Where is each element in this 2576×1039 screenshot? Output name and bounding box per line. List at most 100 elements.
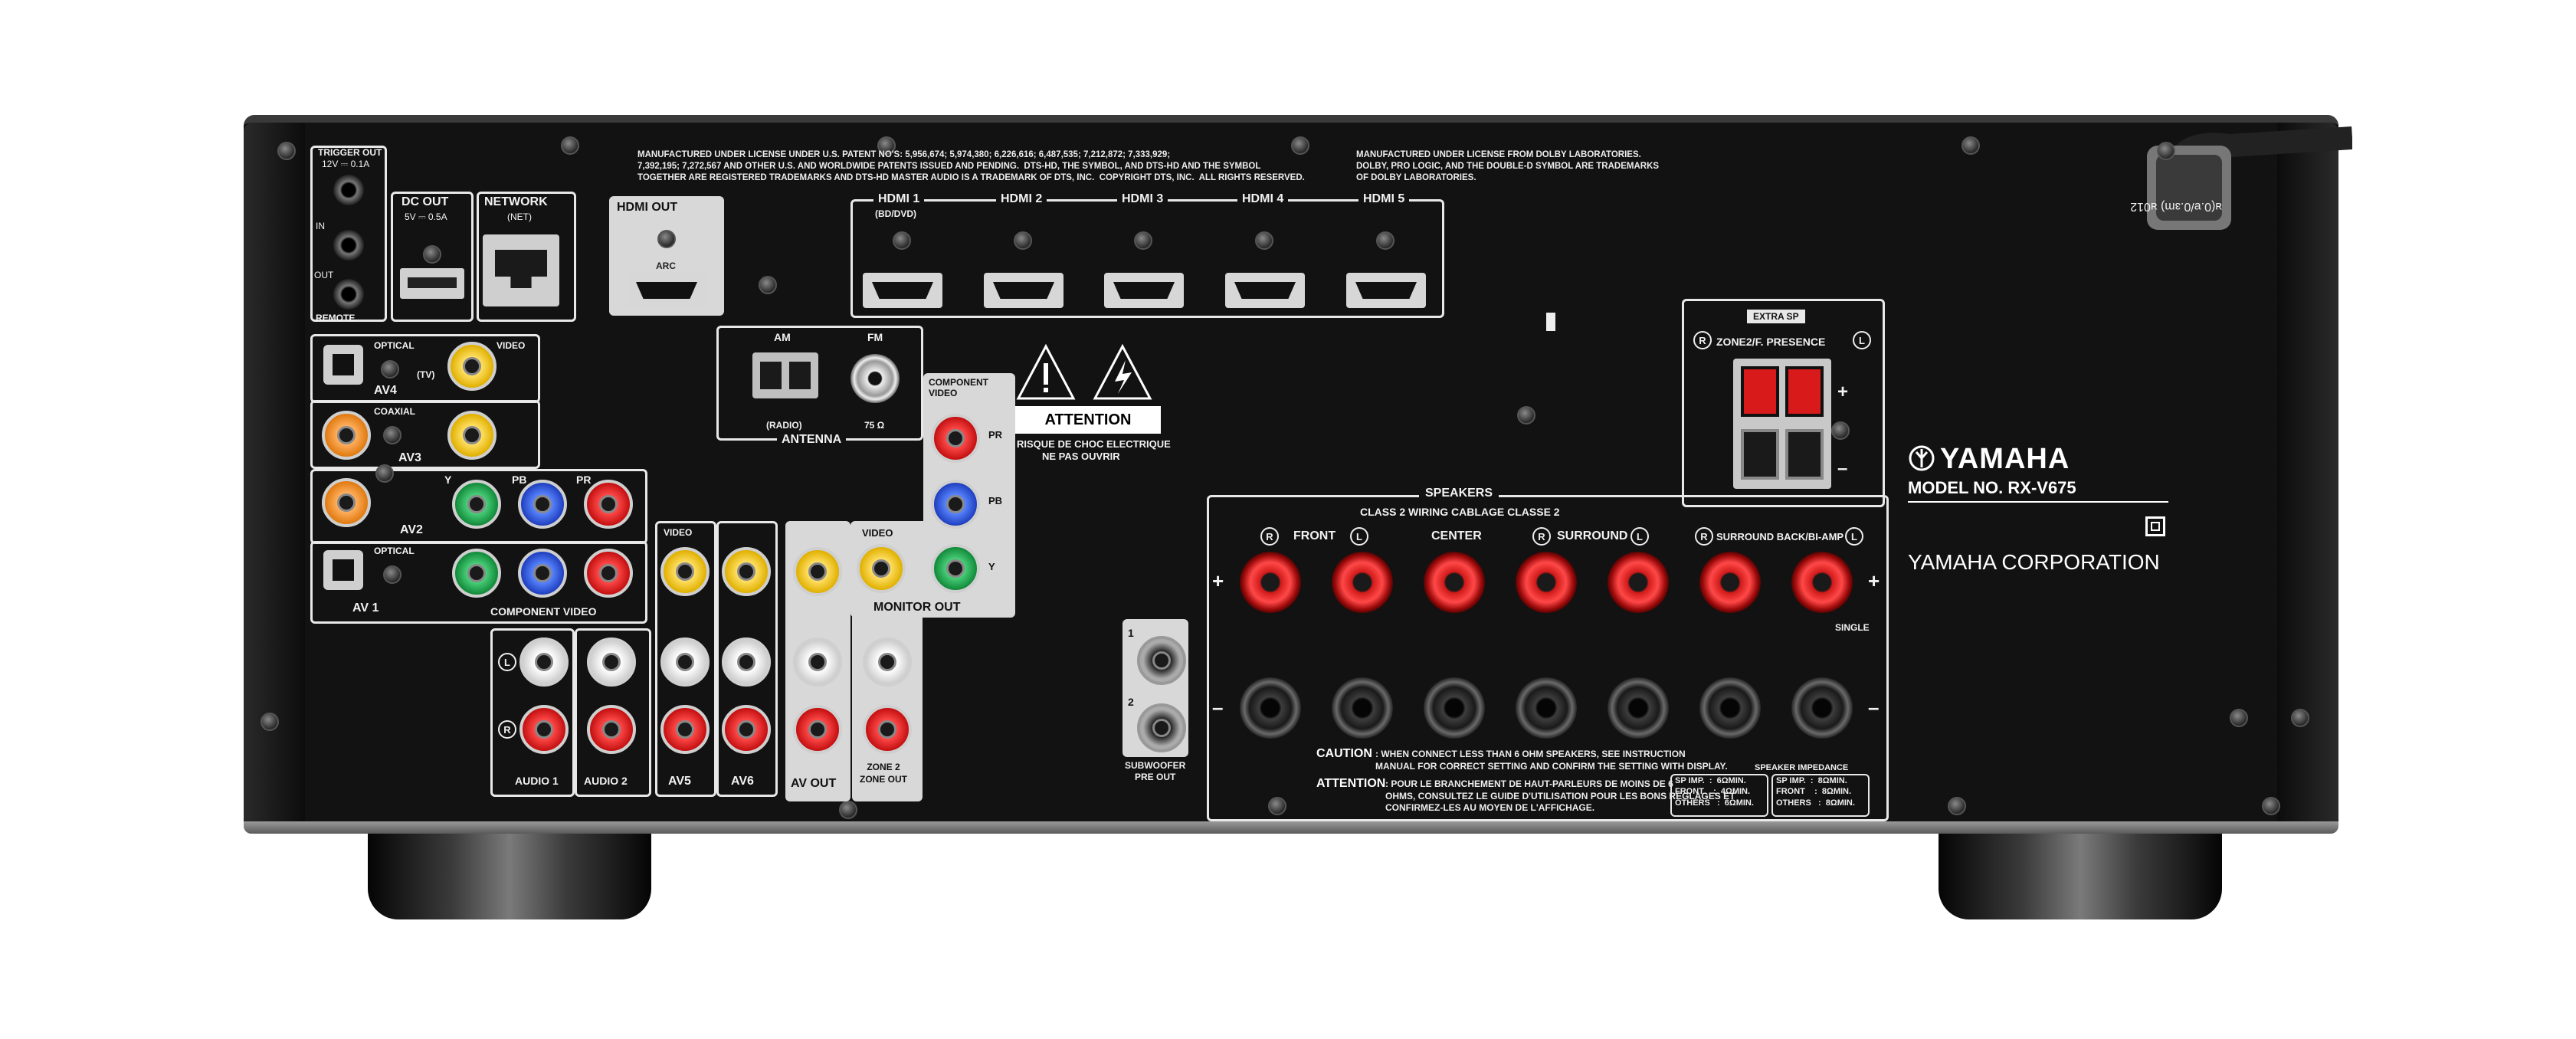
screw [1961, 136, 1980, 155]
av4-optical-port[interactable] [323, 345, 363, 385]
monitor-component-y-jack[interactable] [931, 544, 980, 593]
trigger-out-jack[interactable] [333, 175, 364, 205]
surround-back-l-plus-terminal[interactable] [1791, 552, 1853, 613]
audio2-box [575, 628, 651, 797]
av2-component-pr-jack[interactable] [584, 480, 633, 529]
av6-video-jack[interactable] [722, 547, 771, 596]
subwoofer-1-jack[interactable] [1137, 636, 1186, 685]
screw [1376, 231, 1395, 250]
screw [759, 276, 777, 294]
monitor-video-jack[interactable] [857, 544, 906, 593]
subwoofer-2-jack[interactable] [1137, 703, 1186, 752]
center-plus-terminal[interactable] [1424, 552, 1485, 613]
subwoofer-2-label: 2 [1128, 696, 1134, 708]
av3-video-jack[interactable] [447, 411, 497, 460]
surround-r-minus-terminal[interactable] [1516, 677, 1577, 739]
speakers-minus-label: – [1212, 696, 1224, 719]
extra-sp-r-minus-terminal[interactable] [1741, 429, 1779, 480]
front-r-plus-terminal[interactable] [1240, 552, 1301, 613]
monitor-video-label: VIDEO [862, 527, 893, 539]
am-antenna-terminal[interactable] [752, 352, 818, 398]
front-l-minus-terminal[interactable] [1332, 677, 1393, 739]
hdmi-4-port[interactable] [1225, 273, 1305, 308]
av1-optical-port[interactable] [323, 550, 363, 590]
antenna-label: ANTENNA [777, 434, 847, 446]
av5-audio-l-jack[interactable] [660, 637, 710, 687]
monitor-pb-label: PB [988, 495, 1003, 506]
surround-l-minus-terminal[interactable] [1608, 677, 1669, 739]
remote-label: REMOTE [316, 313, 356, 323]
extra-sp-l-plus-terminal[interactable] [1785, 366, 1824, 417]
extra-sp-l-minus-terminal[interactable] [1785, 429, 1824, 480]
attention-title: ATTENTION [1015, 406, 1161, 434]
center-label: CENTER [1431, 529, 1482, 542]
speakers-plus-label-right: + [1868, 569, 1880, 592]
av2-component-y-jack[interactable] [452, 480, 501, 529]
surround-r-plus-terminal[interactable] [1516, 552, 1577, 613]
av5-box [655, 521, 716, 797]
front-label: FRONT [1293, 529, 1336, 542]
fm-antenna-jack[interactable] [850, 354, 900, 403]
yamaha-tuning-fork-icon [1909, 445, 1935, 471]
av-out-audio-r-jack[interactable] [793, 705, 842, 754]
audio2-r-jack[interactable] [587, 705, 636, 754]
surround-back-label: SURROUND BACK/BI-AMP [1716, 531, 1844, 542]
av1-component-pr-jack[interactable] [584, 549, 633, 598]
av5-video-jack[interactable] [660, 547, 710, 596]
dts-patent-text: MANUFACTURED UNDER LICENSE UNDER U.S. PA… [637, 150, 1305, 182]
monitor-component-pr-jack[interactable] [931, 414, 980, 463]
front-l-plus-terminal[interactable] [1332, 552, 1393, 613]
screw [561, 136, 579, 155]
av-out-video-jack[interactable] [793, 547, 842, 596]
screw [1134, 231, 1152, 250]
audio1-label: AUDIO 1 [515, 775, 559, 787]
hdmi-1-port[interactable] [863, 273, 942, 308]
surround-back-r-plus-terminal[interactable] [1699, 552, 1761, 613]
av2-coaxial-jack[interactable] [322, 478, 371, 527]
zone2-out-audio-l-jack[interactable] [863, 637, 912, 687]
hdmi-2-port[interactable] [984, 273, 1064, 308]
av-out-audio-l-jack[interactable] [793, 637, 842, 687]
av2-component-pb-jack[interactable] [518, 480, 567, 529]
class2-wiring-label: CLASS 2 WIRING CABLAGE CLASSE 2 [1360, 506, 1560, 518]
remote-in-jack[interactable] [333, 230, 364, 261]
av3-coaxial-label: COAXIAL [374, 406, 415, 417]
subwoofer-label: SUBWOOFER PRE OUT [1125, 760, 1186, 782]
surround-back-r-minus-terminal[interactable] [1699, 677, 1761, 739]
usb-dc-out-port[interactable] [400, 268, 464, 299]
screw [383, 565, 401, 584]
surround-back-l-indicator: L [1845, 527, 1863, 546]
screw [839, 801, 857, 819]
monitor-component-pb-jack[interactable] [931, 480, 980, 529]
hdmi-out-port[interactable] [627, 273, 706, 308]
dc-out-box [391, 192, 474, 322]
double-insulation-icon [2145, 516, 2165, 536]
hdmi-5-port[interactable] [1346, 273, 1426, 308]
impedance-6ohm-text: SP IMP. : 6ΩMIN. FRONT : 4ΩMIN. OTHERS :… [1675, 776, 1754, 808]
caution-text: : WHEN CONNECT LESS THAN 6 OHM SPEAKERS,… [1375, 749, 1728, 772]
extra-sp-r-plus-terminal[interactable] [1741, 366, 1779, 417]
screw [261, 713, 279, 731]
front-r-minus-terminal[interactable] [1240, 677, 1301, 739]
av3-label: AV3 [398, 451, 421, 464]
center-minus-terminal[interactable] [1424, 677, 1485, 739]
audio2-l-jack[interactable] [587, 637, 636, 687]
dolby-license-text: MANUFACTURED UNDER LICENSE FROM DOLBY LA… [1356, 150, 1660, 182]
av1-component-y-jack[interactable] [452, 549, 501, 598]
surround-back-l-minus-terminal[interactable] [1791, 677, 1853, 739]
av6-audio-r-jack[interactable] [722, 705, 771, 754]
av5-audio-r-jack[interactable] [660, 705, 710, 754]
av6-audio-l-jack[interactable] [722, 637, 771, 687]
av4-video-jack[interactable] [447, 342, 497, 391]
av3-coaxial-jack[interactable] [322, 411, 371, 460]
audio1-r-jack[interactable] [519, 705, 569, 754]
surround-l-plus-terminal[interactable] [1608, 552, 1669, 613]
av4-video-label: VIDEO [497, 340, 526, 351]
ethernet-port[interactable] [483, 234, 559, 306]
av1-component-pb-jack[interactable] [518, 549, 567, 598]
hdmi-3-port[interactable] [1104, 273, 1184, 308]
zone2-out-audio-r-jack[interactable] [863, 705, 912, 754]
av4-label: AV4 [374, 384, 397, 397]
remote-out-jack[interactable] [333, 279, 364, 310]
audio1-l-jack[interactable] [519, 637, 569, 687]
